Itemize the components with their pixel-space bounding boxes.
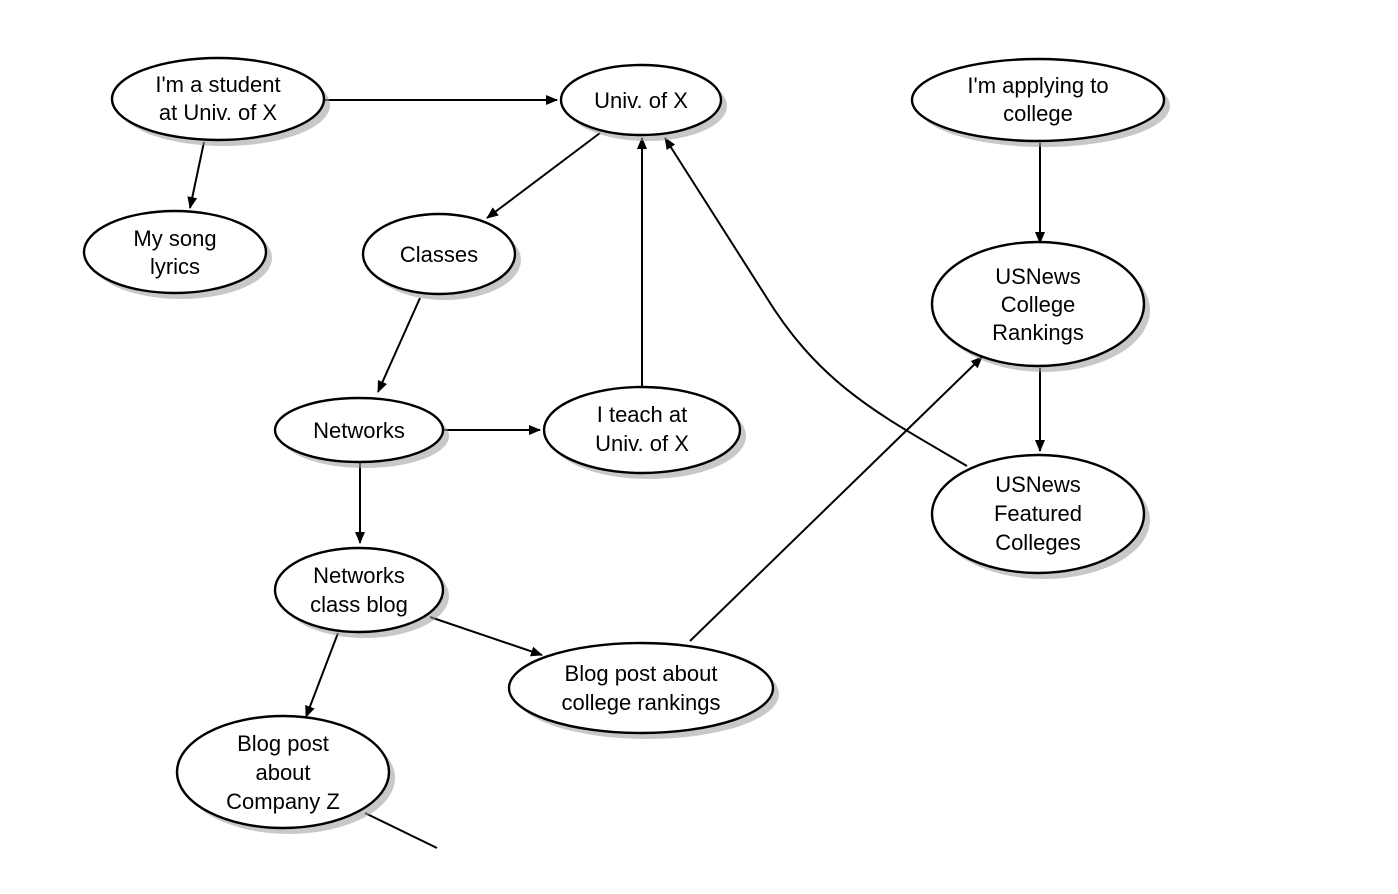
node-blogrankings: Blog post about college rankings <box>507 641 779 739</box>
node-student-label-1: I'm a student <box>155 72 280 97</box>
edge-student-to-songlyrics <box>187 141 205 209</box>
node-classblog-label-1: Networks <box>313 563 405 588</box>
crop-mask <box>0 849 1398 894</box>
node-blogrankings-label-2: college rankings <box>562 690 721 715</box>
node-songlyrics-label-1: My song <box>133 226 216 251</box>
node-univx: Univ. of X <box>559 63 727 141</box>
node-networks-label-1: Networks <box>313 418 405 443</box>
node-teach-label-2: Univ. of X <box>595 431 689 456</box>
node-usnews-rankings-label-2: College <box>1001 292 1076 317</box>
node-songlyrics: My song lyrics <box>82 209 272 299</box>
node-applying-label-2: college <box>1003 101 1073 126</box>
node-networks: Networks <box>273 396 449 468</box>
node-usnews-featured: USNews Featured Colleges <box>930 453 1150 579</box>
node-univx-label-1: Univ. of X <box>594 88 688 113</box>
edge-classblog-to-blogrankings <box>429 616 543 657</box>
edge-classblog-to-blogcompany <box>305 632 339 718</box>
node-blogcompany-label-2: about <box>255 760 310 785</box>
node-blogcompany-label-3: Company Z <box>226 789 340 814</box>
edge-usnews-featured-to-univx <box>664 137 968 467</box>
node-student: I'm a student at Univ. of X <box>110 56 330 146</box>
node-classes-label-1: Classes <box>400 242 478 267</box>
node-classblog: Networks class blog <box>273 546 449 638</box>
node-student-label-2: at Univ. of X <box>159 100 278 125</box>
edge-blogcompany-offpage <box>364 812 438 849</box>
node-usnews-rankings: USNews College Rankings <box>930 240 1150 372</box>
node-songlyrics-label-2: lyrics <box>150 254 200 279</box>
edges <box>187 95 1045 849</box>
node-usnews-rankings-label-3: Rankings <box>992 320 1084 345</box>
edge-blogrankings-to-usnews-rankings <box>689 356 983 642</box>
edge-classes-to-networks <box>377 297 421 393</box>
node-usnews-featured-label-1: USNews <box>995 472 1081 497</box>
node-classes: Classes <box>361 212 521 300</box>
node-blogcompany: Blog post about Company Z <box>175 714 395 834</box>
nodes: I'm a student at Univ. of X Univ. of X I… <box>82 56 1170 834</box>
node-teach-label-1: I teach at <box>597 402 688 427</box>
node-classblog-label-2: class blog <box>310 592 408 617</box>
edge-univx-to-classes <box>486 132 601 219</box>
node-applying: I'm applying to college <box>910 57 1170 147</box>
node-usnews-rankings-label-1: USNews <box>995 264 1081 289</box>
node-applying-label-1: I'm applying to <box>967 73 1108 98</box>
node-usnews-featured-label-3: Colleges <box>995 530 1081 555</box>
node-blogrankings-label-1: Blog post about <box>565 661 718 686</box>
node-teach: I teach at Univ. of X <box>542 385 746 479</box>
node-blogcompany-label-1: Blog post <box>237 731 329 756</box>
node-usnews-featured-label-2: Featured <box>994 501 1082 526</box>
